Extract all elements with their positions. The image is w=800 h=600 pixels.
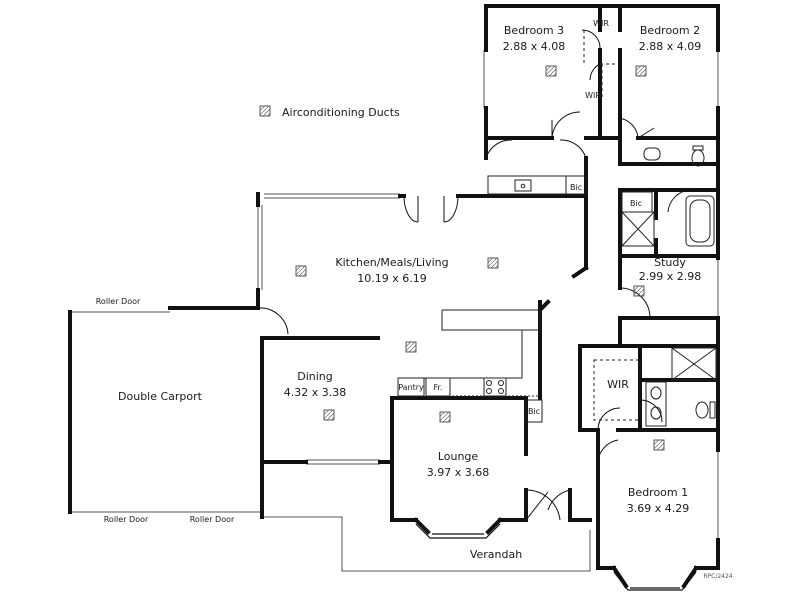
kitchen-sink: [514, 179, 532, 192]
bic-kitchen-label: Bic: [570, 183, 582, 192]
wir-mid-label: WIR: [585, 91, 601, 100]
duct-bedroom1: [653, 439, 665, 451]
roller-door-bottom-right-label: Roller Door: [190, 515, 235, 524]
lounge-name: Lounge: [438, 450, 479, 463]
lounge-bic: [525, 399, 543, 423]
wir-master-label: WIR: [607, 378, 629, 391]
verandah-outline: [262, 516, 591, 572]
legend-label: Airconditioning Ducts: [282, 106, 400, 119]
wir-top-label: WIR: [593, 19, 609, 28]
fridge-label: Fr.: [433, 383, 442, 392]
kitchen-bench-top: [487, 175, 587, 195]
kitchen-name: Kitchen/Meals/Living: [335, 256, 448, 269]
duct-lounge: [439, 411, 451, 423]
reference-code: RPC/2424: [703, 573, 732, 580]
thin-outlines: [70, 50, 719, 572]
ensuite-shower: [671, 347, 717, 381]
roller-door-top-label: Roller Door: [96, 297, 141, 306]
bathtub: [685, 195, 715, 247]
bedroom2-size: 2.88 x 4.09: [639, 40, 702, 53]
bedroom1-name: Bedroom 1: [628, 486, 688, 499]
cooktop: [483, 377, 507, 397]
study-name: Study: [654, 256, 686, 269]
dining-size: 4.32 x 3.38: [284, 386, 347, 399]
linen-cupboard: [621, 211, 655, 247]
carport-name: Double Carport: [118, 390, 203, 403]
duct-kitchen-left: [295, 265, 307, 277]
bic-hall-label: Bic: [630, 199, 642, 208]
duct-bedroom2: [635, 65, 647, 77]
duct-dining: [323, 409, 335, 421]
bic-lounge-label: Bic: [528, 407, 540, 416]
labels: Airconditioning Ducts Bedroom 3 2.88 x 4…: [96, 19, 733, 580]
lounge-size: 3.97 x 3.68: [427, 466, 490, 479]
bedroom3-name: Bedroom 3: [504, 24, 564, 37]
roller-door-bottom-left-label: Roller Door: [104, 515, 149, 524]
bay-windows: [415, 523, 697, 591]
duct-bedroom3: [545, 65, 557, 77]
legend-duct-icon: [259, 105, 271, 117]
bedroom1-size: 3.69 x 4.29: [627, 502, 690, 515]
pantry-cupboard: [397, 377, 425, 397]
master-wir-outline: [593, 359, 641, 421]
fixtures: [397, 30, 717, 427]
dining-name: Dining: [297, 370, 333, 383]
duct-study: [633, 285, 645, 297]
fridge-space: [425, 377, 451, 397]
vanity-basin: [643, 147, 661, 161]
bedroom3-size: 2.88 x 4.08: [503, 40, 566, 53]
walls: [68, 4, 720, 589]
kitchen-island: [398, 309, 541, 379]
verandah-name: Verandah: [470, 548, 522, 561]
kitchen-size: 10.19 x 6.19: [357, 272, 427, 285]
door-swings: [257, 29, 691, 521]
duct-kitchen-right: [487, 257, 499, 269]
study-size: 2.99 x 2.98: [639, 270, 702, 283]
bedroom2-name: Bedroom 2: [640, 24, 700, 37]
duct-kitchen-centre: [405, 341, 417, 353]
ensuite-vanity: [645, 381, 667, 427]
pantry-label: Pantry: [398, 383, 424, 392]
